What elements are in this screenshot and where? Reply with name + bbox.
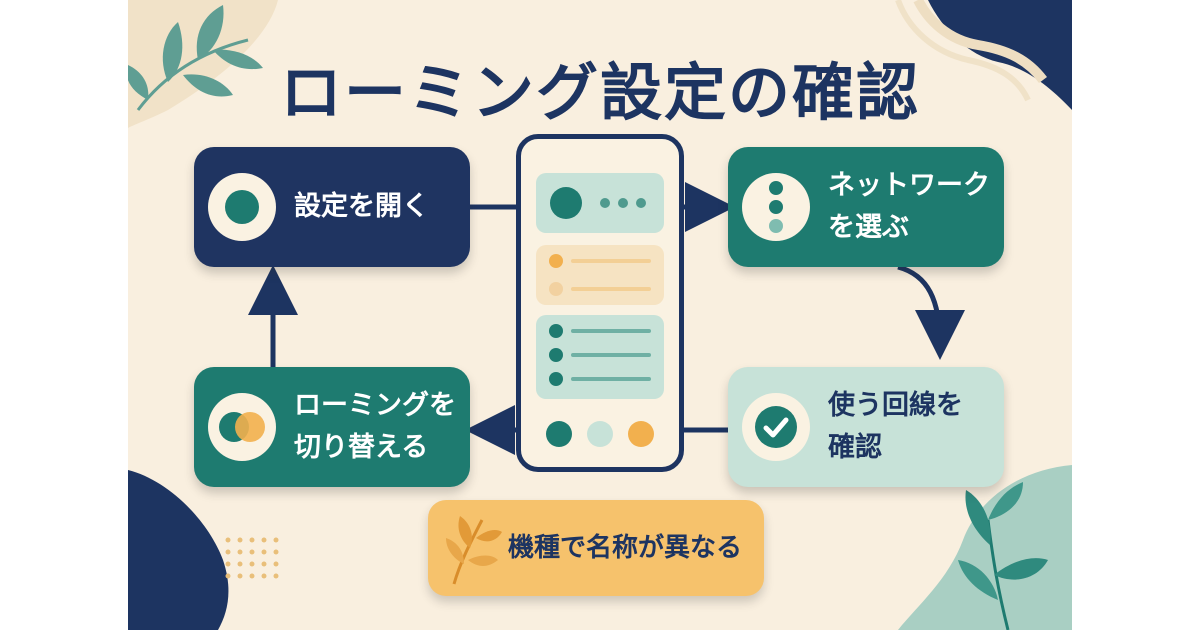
- bottom-right-blob: [898, 465, 1072, 630]
- phone-card-3-dot: [549, 324, 563, 338]
- three-dots-icon: [742, 173, 810, 241]
- phone-nav-dot: [587, 421, 613, 447]
- top-left-leaves-icon: [128, 5, 263, 111]
- step-choose-network: ネットワーク を選ぶ: [728, 147, 1004, 267]
- phone-dot: [636, 198, 646, 208]
- step-toggle-roaming-label: ローミングを 切り替える: [294, 385, 456, 469]
- step-choose-network-line1: ネットワーク: [828, 170, 990, 201]
- flow-arrows: [248, 182, 965, 455]
- diagram-canvas: ローミング設定の確認: [128, 0, 1072, 630]
- phone-screen: [536, 173, 664, 447]
- phone-card-2-dot: [549, 254, 563, 268]
- phone-illustration: [516, 134, 684, 472]
- top-right-swoosh-2: [895, 0, 1031, 102]
- circle-icon: [208, 173, 276, 241]
- note-text: 機種で名称が異なる: [508, 533, 743, 563]
- phone-card-3-dot: [549, 348, 563, 362]
- arrow-network-to-line: [897, 264, 965, 360]
- phone-card-2-dot: [549, 282, 563, 296]
- step-toggle-roaming-line2: 切り替える: [294, 432, 429, 463]
- background-decoration: [128, 0, 1072, 630]
- check-icon: [742, 393, 810, 461]
- step-open-settings-line1: 設定を開く: [294, 191, 429, 222]
- step-open-settings: 設定を開く: [194, 147, 470, 267]
- phone-nav-dot: [546, 421, 572, 447]
- bottom-left-blob: [128, 470, 229, 630]
- step-toggle-roaming-line1: ローミングを: [294, 390, 456, 421]
- page-title: ローミング設定の確認: [279, 56, 920, 129]
- step-toggle-roaming: ローミングを 切り替える: [194, 367, 470, 487]
- phone-dot: [600, 198, 610, 208]
- phone-card-3-dot: [549, 372, 563, 386]
- step-open-settings-label: 設定を開く: [294, 186, 429, 228]
- step-choose-network-label: ネットワーク を選ぶ: [828, 165, 990, 249]
- note-box: 機種で名称が異なる: [428, 500, 764, 596]
- phone-nav-dot: [628, 421, 654, 447]
- leaf-icon: [446, 516, 502, 585]
- step-confirm-line: 使う回線を 確認: [728, 367, 1004, 487]
- phone-card-1-avatar: [550, 187, 582, 219]
- top-right-swoosh: [913, 0, 1047, 84]
- overlap-circles-icon: [208, 393, 276, 461]
- phone-card-2: [536, 245, 664, 305]
- bottom-right-leaves-icon: [958, 482, 1048, 630]
- bottom-left-dots: [225, 537, 279, 579]
- top-left-blob: [128, 0, 278, 128]
- step-confirm-line-label: 使う回線を 確認: [828, 385, 963, 469]
- step-confirm-line-line2: 確認: [828, 432, 882, 463]
- step-choose-network-line2: を選ぶ: [828, 212, 909, 243]
- step-confirm-line-line1: 使う回線を: [828, 390, 963, 421]
- phone-dot: [618, 198, 628, 208]
